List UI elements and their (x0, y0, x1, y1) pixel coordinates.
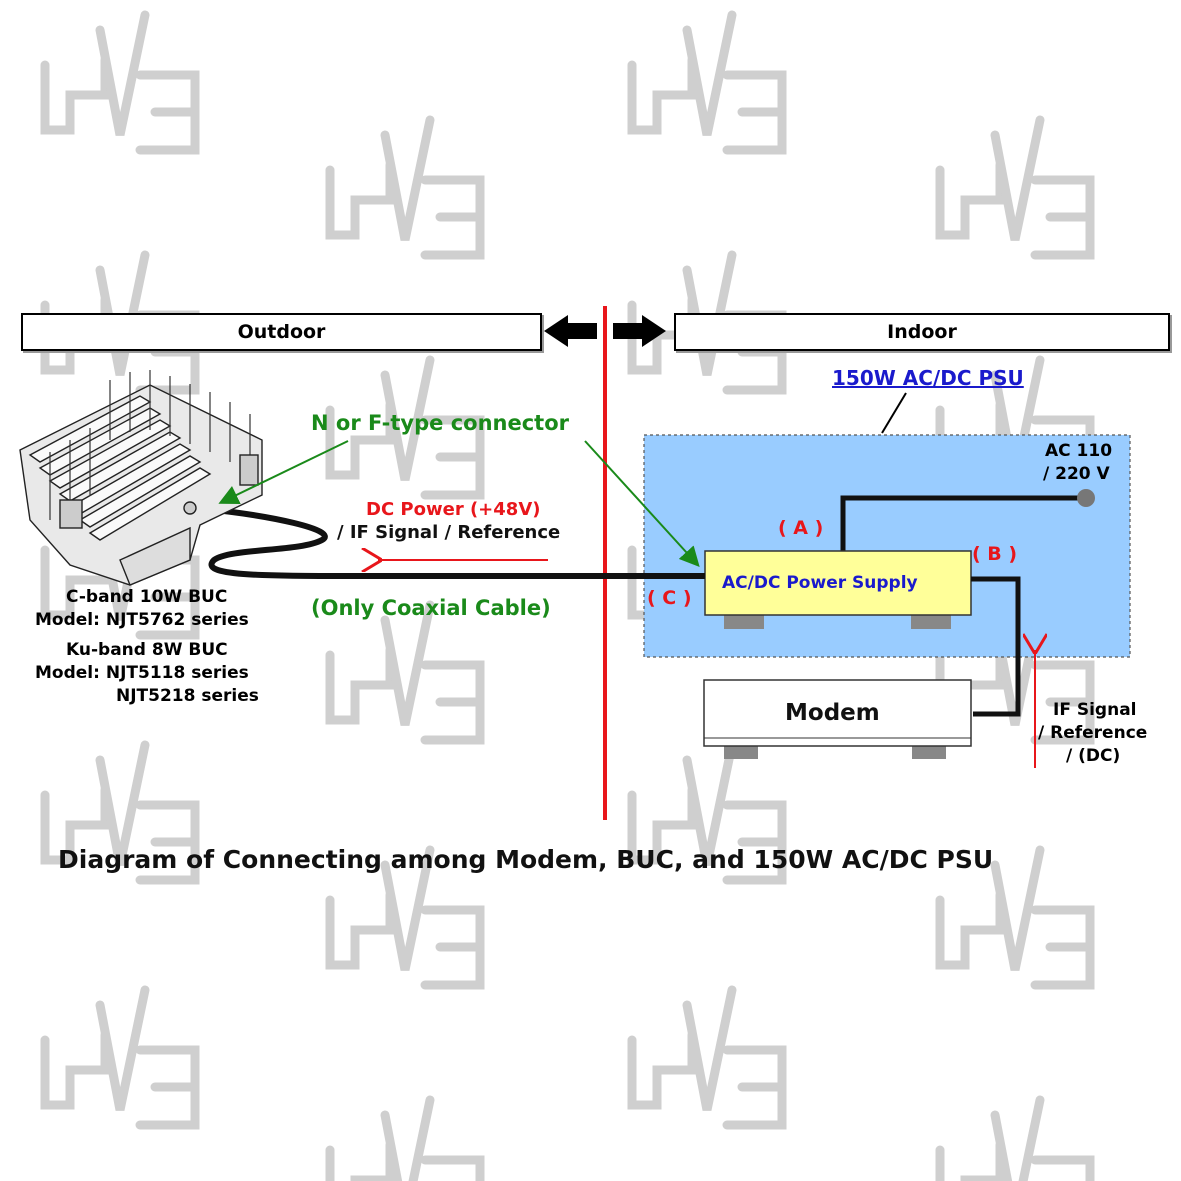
buc-cband-model: Model: NJT5762 series (35, 610, 249, 630)
indoor-header: Indoor (674, 313, 1170, 351)
coax-note: (Only Coaxial Cable) (311, 596, 551, 620)
modem-foot-right (912, 745, 946, 759)
power-supply-box (704, 550, 972, 616)
outdoor-header: Outdoor (21, 313, 542, 351)
buc-kuband-name: Ku-band 8W BUC (66, 640, 228, 660)
coaxial-cable (195, 505, 705, 579)
modem-signal-line2: / Reference (1038, 723, 1148, 743)
modem-box (703, 679, 972, 747)
ac-input-wire (840, 495, 1085, 552)
buc-cband-name: C-band 10W BUC (66, 587, 228, 607)
port-c-label: ( C ) (647, 587, 692, 609)
power-supply-label: AC/DC Power Supply (722, 573, 918, 593)
ac-input-terminal (1077, 489, 1095, 507)
port-b-label: ( B ) (972, 543, 1018, 565)
indoor-header-label: Indoor (887, 321, 957, 343)
ac-input-line1: AC 110 (1045, 441, 1113, 461)
indoor-direction-arrow (613, 315, 666, 347)
psu-foot-left (724, 614, 764, 629)
port-a-label: ( A ) (778, 517, 824, 539)
modem-signal-line3: / (DC) (1066, 746, 1121, 766)
buc-device-illustration (19, 370, 263, 586)
connector-label: N or F-type connector (311, 411, 569, 435)
psu-foot-right (911, 614, 951, 629)
outdoor-direction-arrow (544, 315, 597, 347)
buc-kuband-model: Model: NJT5118 series (35, 663, 249, 683)
connector-arrow-buc (218, 440, 349, 505)
outdoor-header-label: Outdoor (237, 321, 326, 343)
buc-kuband-model2: NJT5218 series (116, 686, 259, 706)
connector-arrow-psu (584, 440, 700, 567)
ac-input-line2: / 220 V (1043, 464, 1110, 484)
diagram-caption: Diagram of Connecting among Modem, BUC, … (58, 845, 994, 874)
psu-title-leader (881, 392, 907, 434)
modem-foot-left (724, 745, 758, 759)
modem-label: Modem (785, 700, 880, 726)
psu-title: 150W AC/DC PSU (832, 366, 1024, 390)
coax-signal-line1: DC Power (+48V) (366, 499, 541, 520)
modem-signal-line1: IF Signal (1053, 700, 1137, 720)
coax-signal-line2: / IF Signal / Reference (337, 522, 561, 543)
modem-wire (971, 576, 1021, 717)
